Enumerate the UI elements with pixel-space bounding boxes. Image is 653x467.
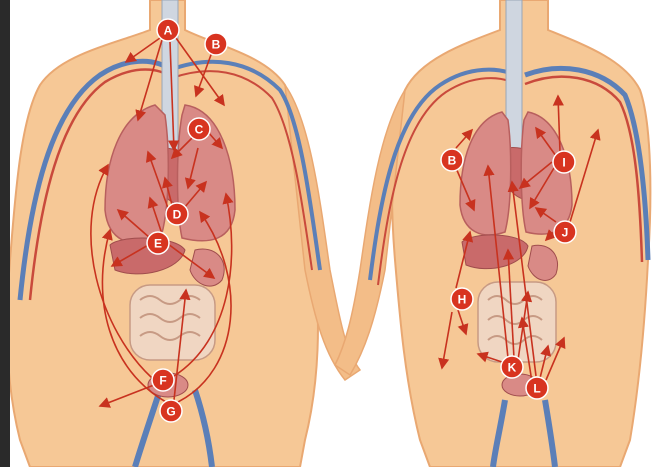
label-l-text: L	[533, 382, 540, 396]
label-e-text: E	[154, 237, 162, 251]
label-i-text: I	[562, 156, 565, 170]
label-h: H	[451, 288, 473, 310]
right-body	[335, 0, 650, 467]
label-g: G	[160, 400, 182, 422]
label-b-left-text: B	[212, 38, 221, 52]
label-k: K	[501, 356, 523, 378]
page-edge	[0, 0, 10, 467]
label-j-text: J	[562, 226, 569, 240]
label-b-right: B	[441, 149, 463, 171]
label-a: A	[157, 19, 179, 41]
label-f-text: F	[159, 374, 166, 388]
label-d-text: D	[173, 208, 182, 222]
label-i: I	[553, 151, 575, 173]
label-d: D	[166, 203, 188, 225]
label-f: F	[152, 369, 174, 391]
label-g-text: G	[166, 405, 175, 419]
label-b-left: B	[205, 33, 227, 55]
label-a-text: A	[164, 24, 173, 38]
label-j: J	[554, 221, 576, 243]
label-c: C	[188, 118, 210, 140]
label-k-text: K	[508, 361, 517, 375]
label-h-text: H	[458, 293, 467, 307]
right-intestines	[478, 282, 556, 362]
label-e: E	[147, 232, 169, 254]
left-body	[7, 0, 360, 467]
label-c-text: C	[195, 123, 204, 137]
label-b-right-text: B	[448, 154, 457, 168]
label-l: L	[526, 377, 548, 399]
